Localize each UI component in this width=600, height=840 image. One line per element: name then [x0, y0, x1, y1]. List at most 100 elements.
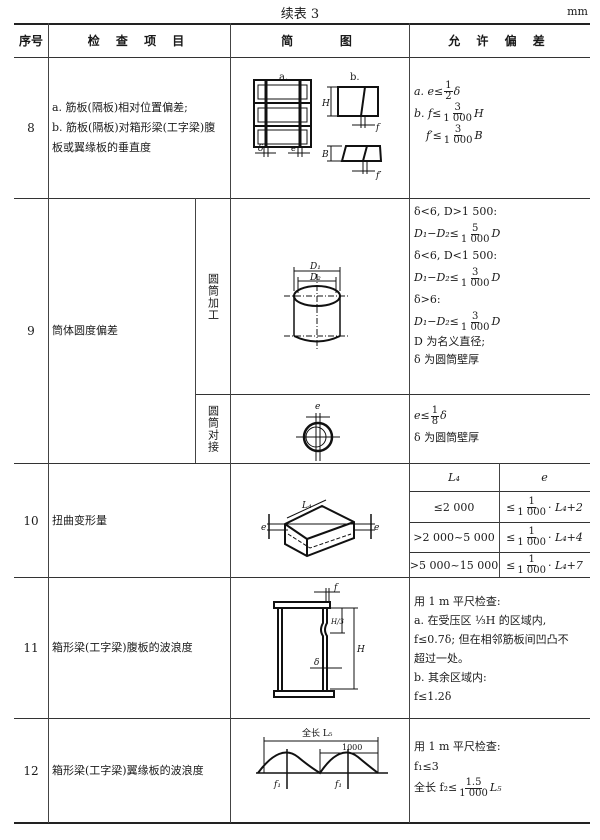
inner-range-cell: >5 000~15 000 [409, 558, 499, 572]
tolerance-line: δ<6, D>1 500: [414, 205, 498, 218]
sketch-label-a: a. [279, 72, 289, 83]
row-10-item: 扭曲变形量 [52, 513, 107, 527]
cylinder-diagram: D₁ D₂ [284, 262, 350, 350]
inner-header-e: e [541, 471, 548, 484]
tolerance-line: 用 1 m 平尺检查: [414, 595, 501, 608]
cylinder-butt-joint-diagram: e [296, 402, 340, 461]
item-line: a. 筋板(隔板)相对位置偏差; [52, 101, 188, 114]
dim-D2: D₂ [309, 273, 321, 283]
dim-e: e [291, 144, 296, 154]
item-line: b. 筋板(隔板)对箱形梁(工字梁)腹 [52, 121, 216, 134]
dim-f1-right: f₁ [334, 780, 342, 790]
row-8-seq: 8 [27, 121, 35, 135]
subcol-divider [195, 198, 196, 463]
tolerance-line: f₁≤3 [414, 760, 439, 773]
dim-f1-left: f₁ [273, 780, 281, 790]
row-12-seq: 12 [23, 763, 39, 778]
tolerance-line: δ>6: [414, 293, 441, 306]
dim-f: f [375, 123, 381, 133]
tolerance-line: δ<6, D<1 500: [414, 249, 498, 262]
flange-waviness-diagram: 全长 L₅ 1000 f₁ f₁ [256, 727, 388, 790]
web-waviness-diagram: f H/3 H δ [273, 583, 365, 698]
dim-e-right: e [374, 523, 379, 533]
header-tolerance: 允 许 偏 差 [448, 34, 551, 48]
col-divider [48, 23, 49, 823]
row-divider [14, 577, 590, 578]
row-9-sketch-butt: e [230, 395, 409, 463]
row-9-seq: 9 [27, 324, 35, 338]
dim-delta: δ [314, 658, 319, 668]
dim-f-prime: f′ [375, 171, 381, 181]
header-item: 检 查 项 目 [87, 34, 191, 48]
row-divider [14, 198, 590, 199]
table-bottom-rule [14, 822, 590, 824]
dim-H: H [321, 99, 330, 109]
col-divider [230, 23, 231, 823]
tolerance-line: f≤0.7δ; 但在相邻筋板间凹凸不 [414, 633, 569, 646]
inner-header-L4: L₄ [448, 471, 460, 484]
table-top-rule [14, 23, 590, 25]
row-11-item: 箱形梁(工字梁)腹板的波浪度 [52, 641, 193, 654]
inner-range-cell: ≤2 000 [433, 500, 475, 514]
tolerance-line: 用 1 m 平尺检查: [414, 740, 501, 753]
row-8-item: a. 筋板(隔板)相对位置偏差; b. 筋板(隔板)对箱形梁(工字梁)腹 板或翼… [48, 58, 230, 198]
row-9-sub-label-machining: 圆筒加工 [206, 272, 220, 321]
row-9-sketch-cylinder: D₁ D₂ [230, 199, 409, 394]
tolerance-line: D 为名义直径; [414, 335, 486, 348]
row-12-sketch: 全长 L₅ 1000 f₁ f₁ [230, 719, 409, 822]
row-10-sketch: L₄ e e [230, 464, 409, 577]
row-divider [14, 718, 590, 719]
dim-delta: δ [258, 144, 263, 154]
dim-e-left: e [261, 523, 266, 533]
row-11-tolerance: 用 1 m 平尺检查: a. 在受压区 ⅓H 的区域内, f≤0.7δ; 但在相… [409, 578, 595, 732]
table-caption: 续表 3 [280, 7, 320, 22]
inner-range-cell: >2 000~5 000 [413, 531, 495, 544]
col-divider [409, 23, 410, 823]
row-11-seq: 11 [23, 641, 39, 655]
tolerance-line: 超过一处。 [414, 652, 469, 665]
twist-deformation-diagram: L₄ e e [261, 499, 379, 558]
dim-total-length: 全长 L₅ [302, 727, 333, 739]
item-line: 板或翼缘板的垂直度 [52, 141, 151, 154]
tolerance-line: δ 为圆筒壁厚 [414, 353, 480, 366]
dim-e: e [315, 402, 320, 412]
dim-f: f [333, 583, 339, 593]
inner-table-col-divider [499, 463, 500, 577]
dim-H-third: H/3 [330, 618, 344, 626]
header-bottom-rule [14, 57, 590, 58]
unit-label: mm [567, 5, 588, 18]
tolerance-line: a. 在受压区 ⅓H 的区域内, [414, 614, 547, 627]
row-subdivider [195, 394, 590, 395]
dim-1000: 1000 [342, 743, 362, 752]
header-seq: 序号 [18, 34, 43, 48]
dim-D1: D₁ [309, 262, 321, 272]
row-9-item: 筒体圆度偏差 [52, 324, 118, 337]
tolerance-line: δ 为圆筒壁厚 [414, 431, 480, 444]
row-8-sketch: a. b. [230, 58, 409, 198]
sketch-label-b: b. [350, 72, 360, 83]
header-sketch: 简 图 [281, 34, 358, 48]
dim-H: H [356, 645, 365, 655]
row-divider [14, 463, 590, 464]
dim-L4: L₄ [301, 501, 312, 511]
dim-B: B [321, 150, 329, 160]
tolerance-line: f≤1.2δ [414, 690, 452, 703]
rib-plate-diagram: δ e H f B f′ [253, 79, 383, 181]
row-11-sketch: f H/3 H δ [230, 578, 409, 718]
row-12-item: 箱形梁(工字梁)翼缘板的波浪度 [52, 763, 204, 777]
